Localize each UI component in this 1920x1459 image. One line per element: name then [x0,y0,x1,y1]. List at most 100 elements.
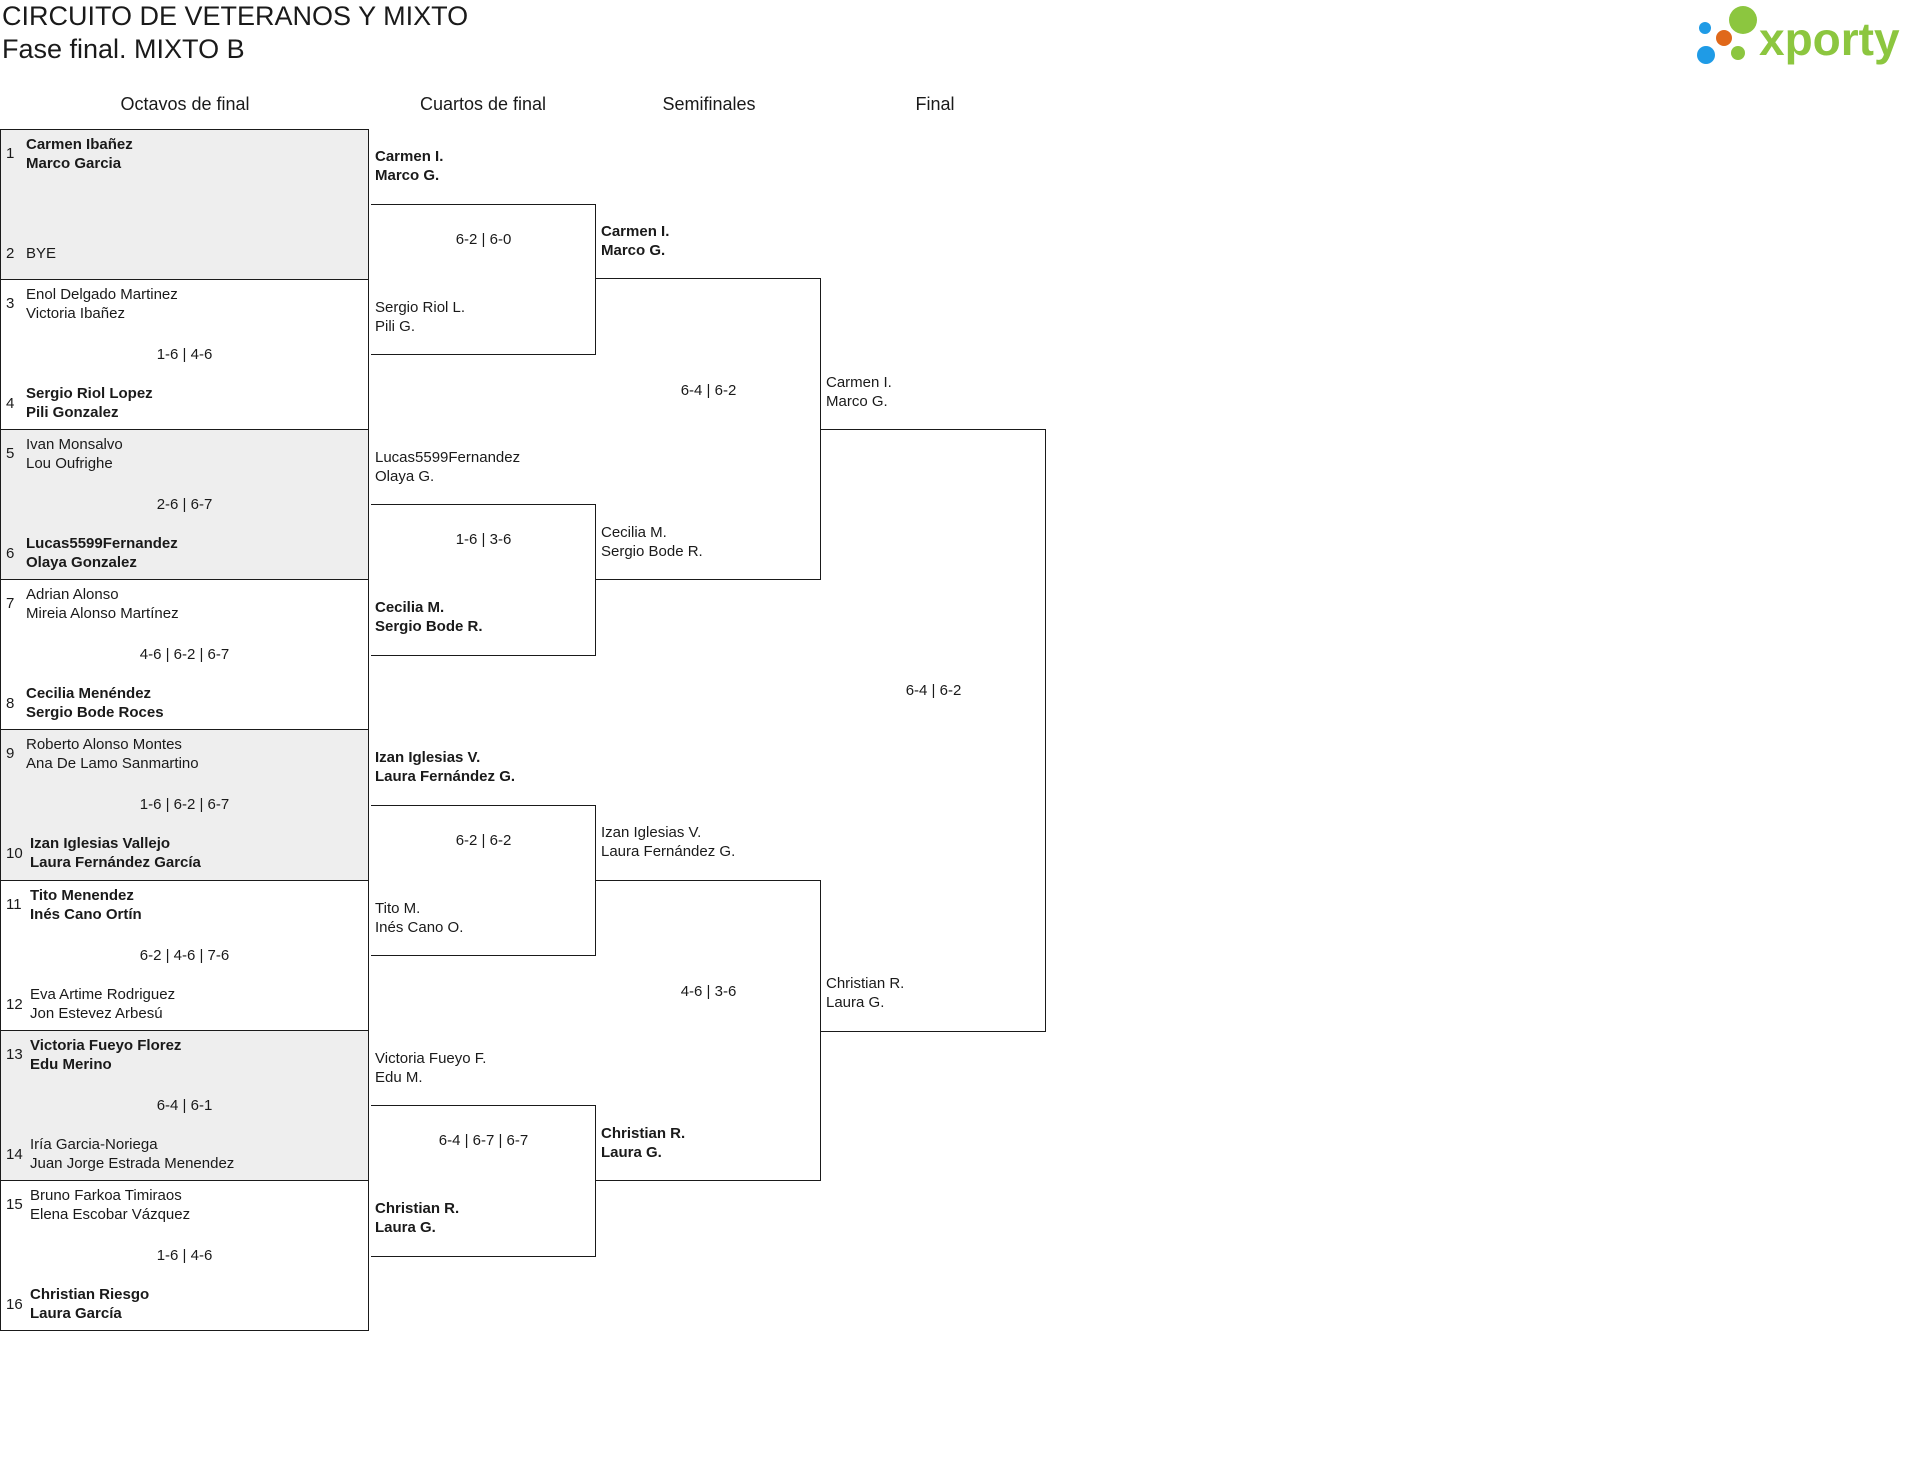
player-name: Tito Menendez [30,887,134,904]
player-name: Pili G. [375,318,416,335]
player-name: Christian R. [601,1125,686,1142]
player-name: Sergio Bode R. [601,543,703,560]
player-name: BYE [26,245,57,262]
player-name: Carmen I. [375,148,444,165]
player-name: Izan Iglesias V. [375,749,481,766]
semifinals-connector [596,880,821,1181]
semifinals-team-bottom: Cecilia M. Sergio Bode R. [601,523,703,561]
player-name: Lou Oufrighe [26,455,113,472]
player-name: Jon Estevez Arbesú [30,1005,163,1022]
player-name: Sergio Riol L. [375,299,466,316]
quarterfinals-team-top: Victoria Fueyo F.Edu M. [375,1049,486,1087]
round-label: Cuartos de final [419,94,547,114]
player-name: Cecilia M. [601,524,667,541]
round-label: Final [915,94,955,114]
logo-dot-blue [1697,46,1715,64]
title-line-2: Fase final. MIXTO B [2,34,245,64]
player-name: Sergio Bode Roces [26,704,164,721]
seed-number: 13 [6,1046,23,1063]
logo-dot-orange [1716,30,1732,46]
player-name: Lucas5599Fernandez [375,449,521,466]
match-score: 1-6 | 4-6 [156,1247,213,1264]
quarterfinals-score: 1-6 | 3-6 [455,531,512,548]
player-name: Iría Garcia-Noriega [30,1136,158,1153]
player-name: Bruno Farkoa Timiraos [30,1187,182,1204]
semifinals-team-bottom: Christian R.Laura G. [601,1124,685,1162]
player-name: Izan Iglesias Vallejo [30,835,171,852]
final-team-bottom: Christian R. Laura G. [826,974,904,1012]
seed-number: 4 [6,395,15,412]
logo-text: xporty [1759,13,1900,65]
player-name: Edu Merino [30,1056,112,1073]
player-name: Tito M. [375,900,421,917]
seed-number: 11 [6,896,22,913]
seed-number: 10 [6,845,23,862]
player-name: Roberto Alonso Montes [26,736,182,753]
player-name: Christian R. [826,975,905,992]
quarterfinals-connector [371,805,596,956]
player-name: Marco G. [375,167,440,184]
match-score: 1-6 | 6-2 | 6-7 [139,796,230,813]
seed-number: 6 [6,545,15,562]
player-name: Cecilia Menéndez [26,685,152,702]
match-score: 6-2 | 4-6 | 7-6 [139,947,230,964]
seed-number: 15 [6,1196,23,1213]
quarterfinals-team-bottom: Tito M. Inés Cano O. [375,899,463,937]
player-name: Ivan Monsalvo [26,436,123,453]
player-name: Christian Riesgo [30,1286,150,1303]
player-name: Victoria Fueyo F. [375,1050,487,1067]
quarterfinals-team-bottom: Christian R.Laura G. [375,1199,459,1237]
match-score: 2-6 | 6-7 [156,496,213,513]
xporty-logo: xporty [1697,6,1900,65]
player-name: Sergio Riol Lopez [26,385,153,402]
final-connector [821,429,1046,1032]
player-name: Enol Delgado Martinez [26,286,178,303]
player-name: Inés Cano Ortín [30,906,142,923]
player-name: Olaya G. [375,468,435,485]
player-name: Laura G. [826,994,885,1011]
quarterfinals-connector [371,504,596,656]
match-score: 4-6 | 6-2 | 6-7 [139,646,230,663]
seed-number: 14 [6,1146,23,1163]
logo-dot-blue-small [1699,22,1711,34]
player-name: Carmen I. [601,223,670,240]
player-name: Carmen Ibañez [26,136,133,153]
final-team-top: Carmen I.Marco G. [826,373,892,411]
player-name: Elena Escobar Vázquez [30,1206,191,1223]
player-name: Olaya Gonzalez [26,554,137,571]
quarterfinals-team-bottom: Sergio Riol L. Pili G. [375,298,465,336]
quarterfinals-team-bottom: Cecilia M.Sergio Bode R. [375,598,483,636]
player-name: Laura G. [375,1219,436,1236]
player-name: Laura Fernández García [30,854,201,871]
seed-number: 16 [6,1296,23,1313]
player-name: Izan Iglesias V. [601,824,702,841]
quarterfinals-team-top: Carmen I. Marco G. [375,147,443,185]
player-name: Victoria Fueyo Florez [30,1037,182,1054]
seed-number: 2 [6,245,15,262]
seed-number: 1 [6,145,15,162]
final-score: 6-4 | 6-2 [905,682,962,699]
quarterfinals-connector [371,204,596,355]
seed-number: 3 [6,295,15,312]
player-name: Marco G. [826,393,888,410]
player-name: Inés Cano O. [375,919,464,936]
title-line-1: CIRCUITO DE VETERANOS Y MIXTO [2,1,469,31]
player-name: Ana De Lamo Sanmartino [26,755,199,772]
